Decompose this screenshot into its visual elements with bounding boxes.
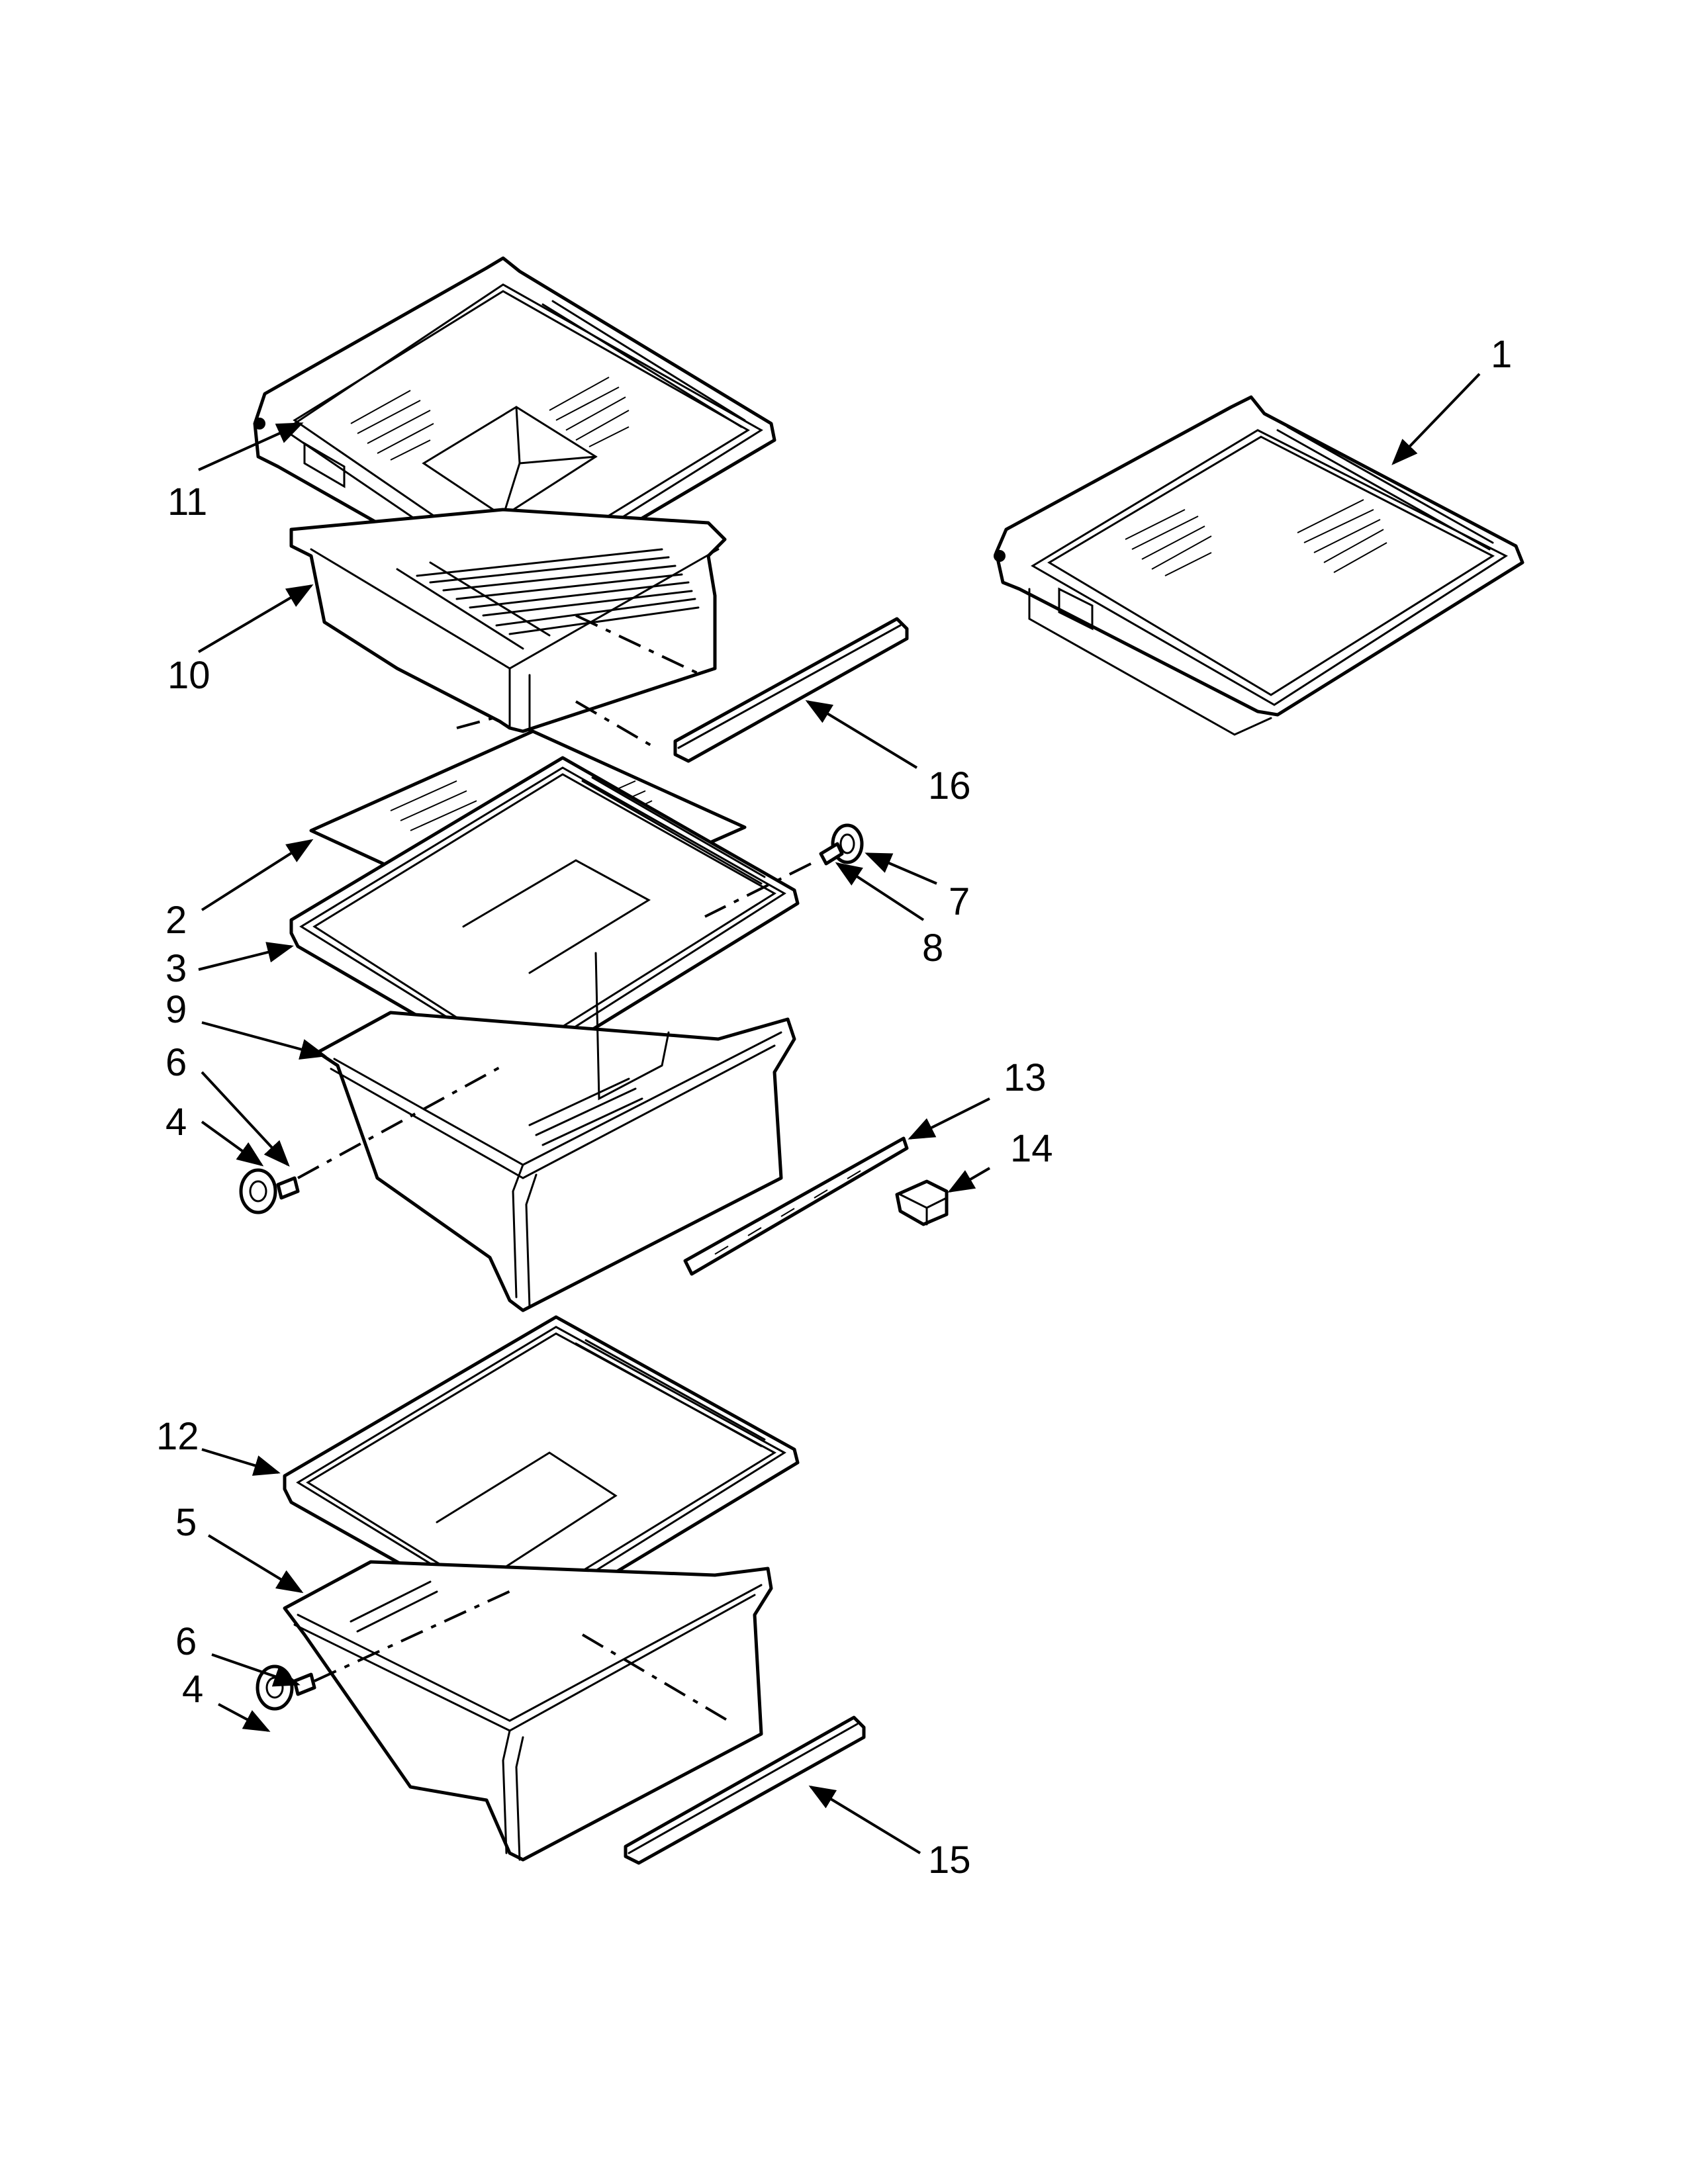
part-6-screw-upper	[276, 1176, 300, 1200]
part-10-upper-drawer	[289, 508, 727, 733]
callout-4: 4	[165, 1101, 187, 1144]
alignment-lines	[297, 614, 812, 1722]
callout-13: 13	[1004, 1056, 1047, 1099]
callout-3: 3	[165, 947, 187, 990]
callout-11: 11	[167, 480, 207, 523]
part-14-clip	[895, 1179, 949, 1226]
part-1-shelf-assembly	[994, 395, 1524, 736]
callout-12: 12	[156, 1415, 199, 1458]
callout-15: 15	[928, 1839, 971, 1882]
callout-14: 14	[1010, 1127, 1053, 1170]
callout-6: 6	[175, 1620, 197, 1663]
callout-16: 16	[928, 764, 971, 807]
callout-2: 2	[165, 899, 187, 942]
part-15-rail	[624, 1715, 866, 1865]
part-5-lower-crisper-drawer	[283, 1560, 773, 1862]
callout-1: 1	[1491, 333, 1512, 376]
part-9-crisper-drawer	[316, 952, 796, 1312]
callout-4: 4	[182, 1668, 203, 1711]
part-16-rail	[673, 617, 909, 763]
part-8-screw	[819, 842, 844, 866]
callout-10: 10	[167, 654, 211, 697]
callout-6: 6	[165, 1041, 187, 1084]
callout-8: 8	[922, 927, 943, 970]
part-13-rail-strip	[683, 1136, 909, 1276]
part-4-wheel-upper	[239, 1168, 277, 1214]
part-11-upper-shelf	[253, 256, 776, 594]
callout-labels: 1 2 3 4 4 5 6 6 7 8 9 10 11 12 13 14 15 …	[156, 333, 1512, 1882]
callout-9: 9	[165, 988, 187, 1031]
leader-lines	[197, 373, 1481, 1854]
callout-7: 7	[949, 880, 970, 923]
callout-5: 5	[175, 1501, 197, 1544]
